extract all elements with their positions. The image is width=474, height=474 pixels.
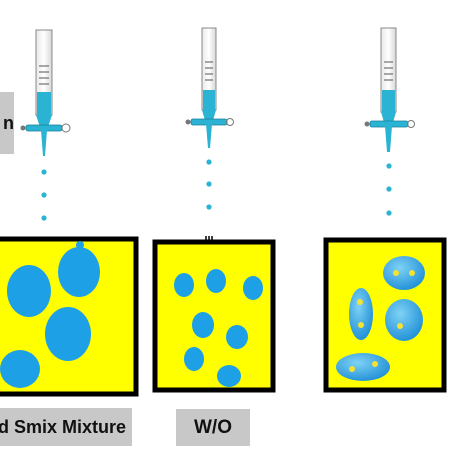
droplet bbox=[76, 241, 84, 249]
droplet-core bbox=[358, 322, 364, 328]
burette-3-scale bbox=[384, 61, 393, 81]
droplet-core bbox=[357, 299, 363, 305]
drop bbox=[206, 181, 212, 187]
burette-1 bbox=[20, 29, 71, 221]
container-1 bbox=[0, 236, 139, 397]
droplet-core bbox=[349, 366, 355, 372]
container-2 bbox=[152, 236, 276, 393]
burette-3-drops bbox=[386, 163, 392, 216]
drop bbox=[206, 159, 212, 165]
droplet bbox=[58, 247, 100, 297]
droplet-core bbox=[372, 361, 378, 367]
label-w-o: W/O bbox=[176, 409, 250, 446]
droplet bbox=[217, 365, 241, 387]
drop bbox=[206, 204, 212, 210]
burette-3-knob-right bbox=[407, 120, 415, 128]
container-2-body bbox=[152, 239, 276, 393]
double-droplet bbox=[383, 256, 425, 290]
burette-1-scale bbox=[39, 65, 49, 85]
droplet bbox=[184, 347, 204, 371]
droplet-core bbox=[397, 323, 403, 329]
drop bbox=[41, 169, 47, 175]
burette-2-scale bbox=[205, 61, 213, 81]
burette-1-tip bbox=[41, 130, 47, 156]
droplet-core bbox=[409, 270, 415, 276]
droplet bbox=[45, 307, 91, 361]
burette-1-knob-left bbox=[20, 125, 26, 131]
burette-3 bbox=[364, 27, 415, 216]
drop bbox=[386, 210, 392, 216]
drop bbox=[386, 186, 392, 192]
burette-1-liquid bbox=[37, 92, 51, 115]
droplet bbox=[174, 273, 194, 297]
container-3 bbox=[323, 237, 447, 393]
burette-2-knob-right bbox=[226, 118, 234, 126]
droplet bbox=[206, 269, 226, 293]
burette-2 bbox=[185, 27, 234, 210]
burette-2-knob-left bbox=[185, 119, 191, 125]
burette-1-knob-right bbox=[61, 123, 71, 133]
double-droplet bbox=[349, 288, 373, 340]
drop bbox=[41, 192, 47, 198]
droplet bbox=[192, 312, 214, 338]
droplet bbox=[243, 276, 263, 300]
droplet bbox=[0, 350, 40, 388]
burette-3-liquid bbox=[382, 90, 395, 112]
label-smix-mixture: nd Smix Mixture bbox=[0, 408, 132, 446]
container-2-neck bbox=[205, 236, 213, 242]
droplet bbox=[226, 325, 248, 349]
burette-2-tip bbox=[206, 124, 212, 148]
double-droplet bbox=[336, 353, 390, 381]
drop bbox=[41, 215, 47, 221]
double-droplet bbox=[385, 299, 423, 341]
left-side-label: n bbox=[0, 92, 14, 154]
burette-1-drops bbox=[41, 169, 47, 221]
burette-2-liquid bbox=[203, 90, 215, 110]
drop bbox=[386, 163, 392, 169]
droplet-core bbox=[393, 270, 399, 276]
droplet bbox=[7, 265, 51, 317]
burette-3-knob-left bbox=[364, 121, 370, 127]
burette-2-drops bbox=[206, 159, 212, 210]
burette-3-tip bbox=[385, 126, 392, 152]
